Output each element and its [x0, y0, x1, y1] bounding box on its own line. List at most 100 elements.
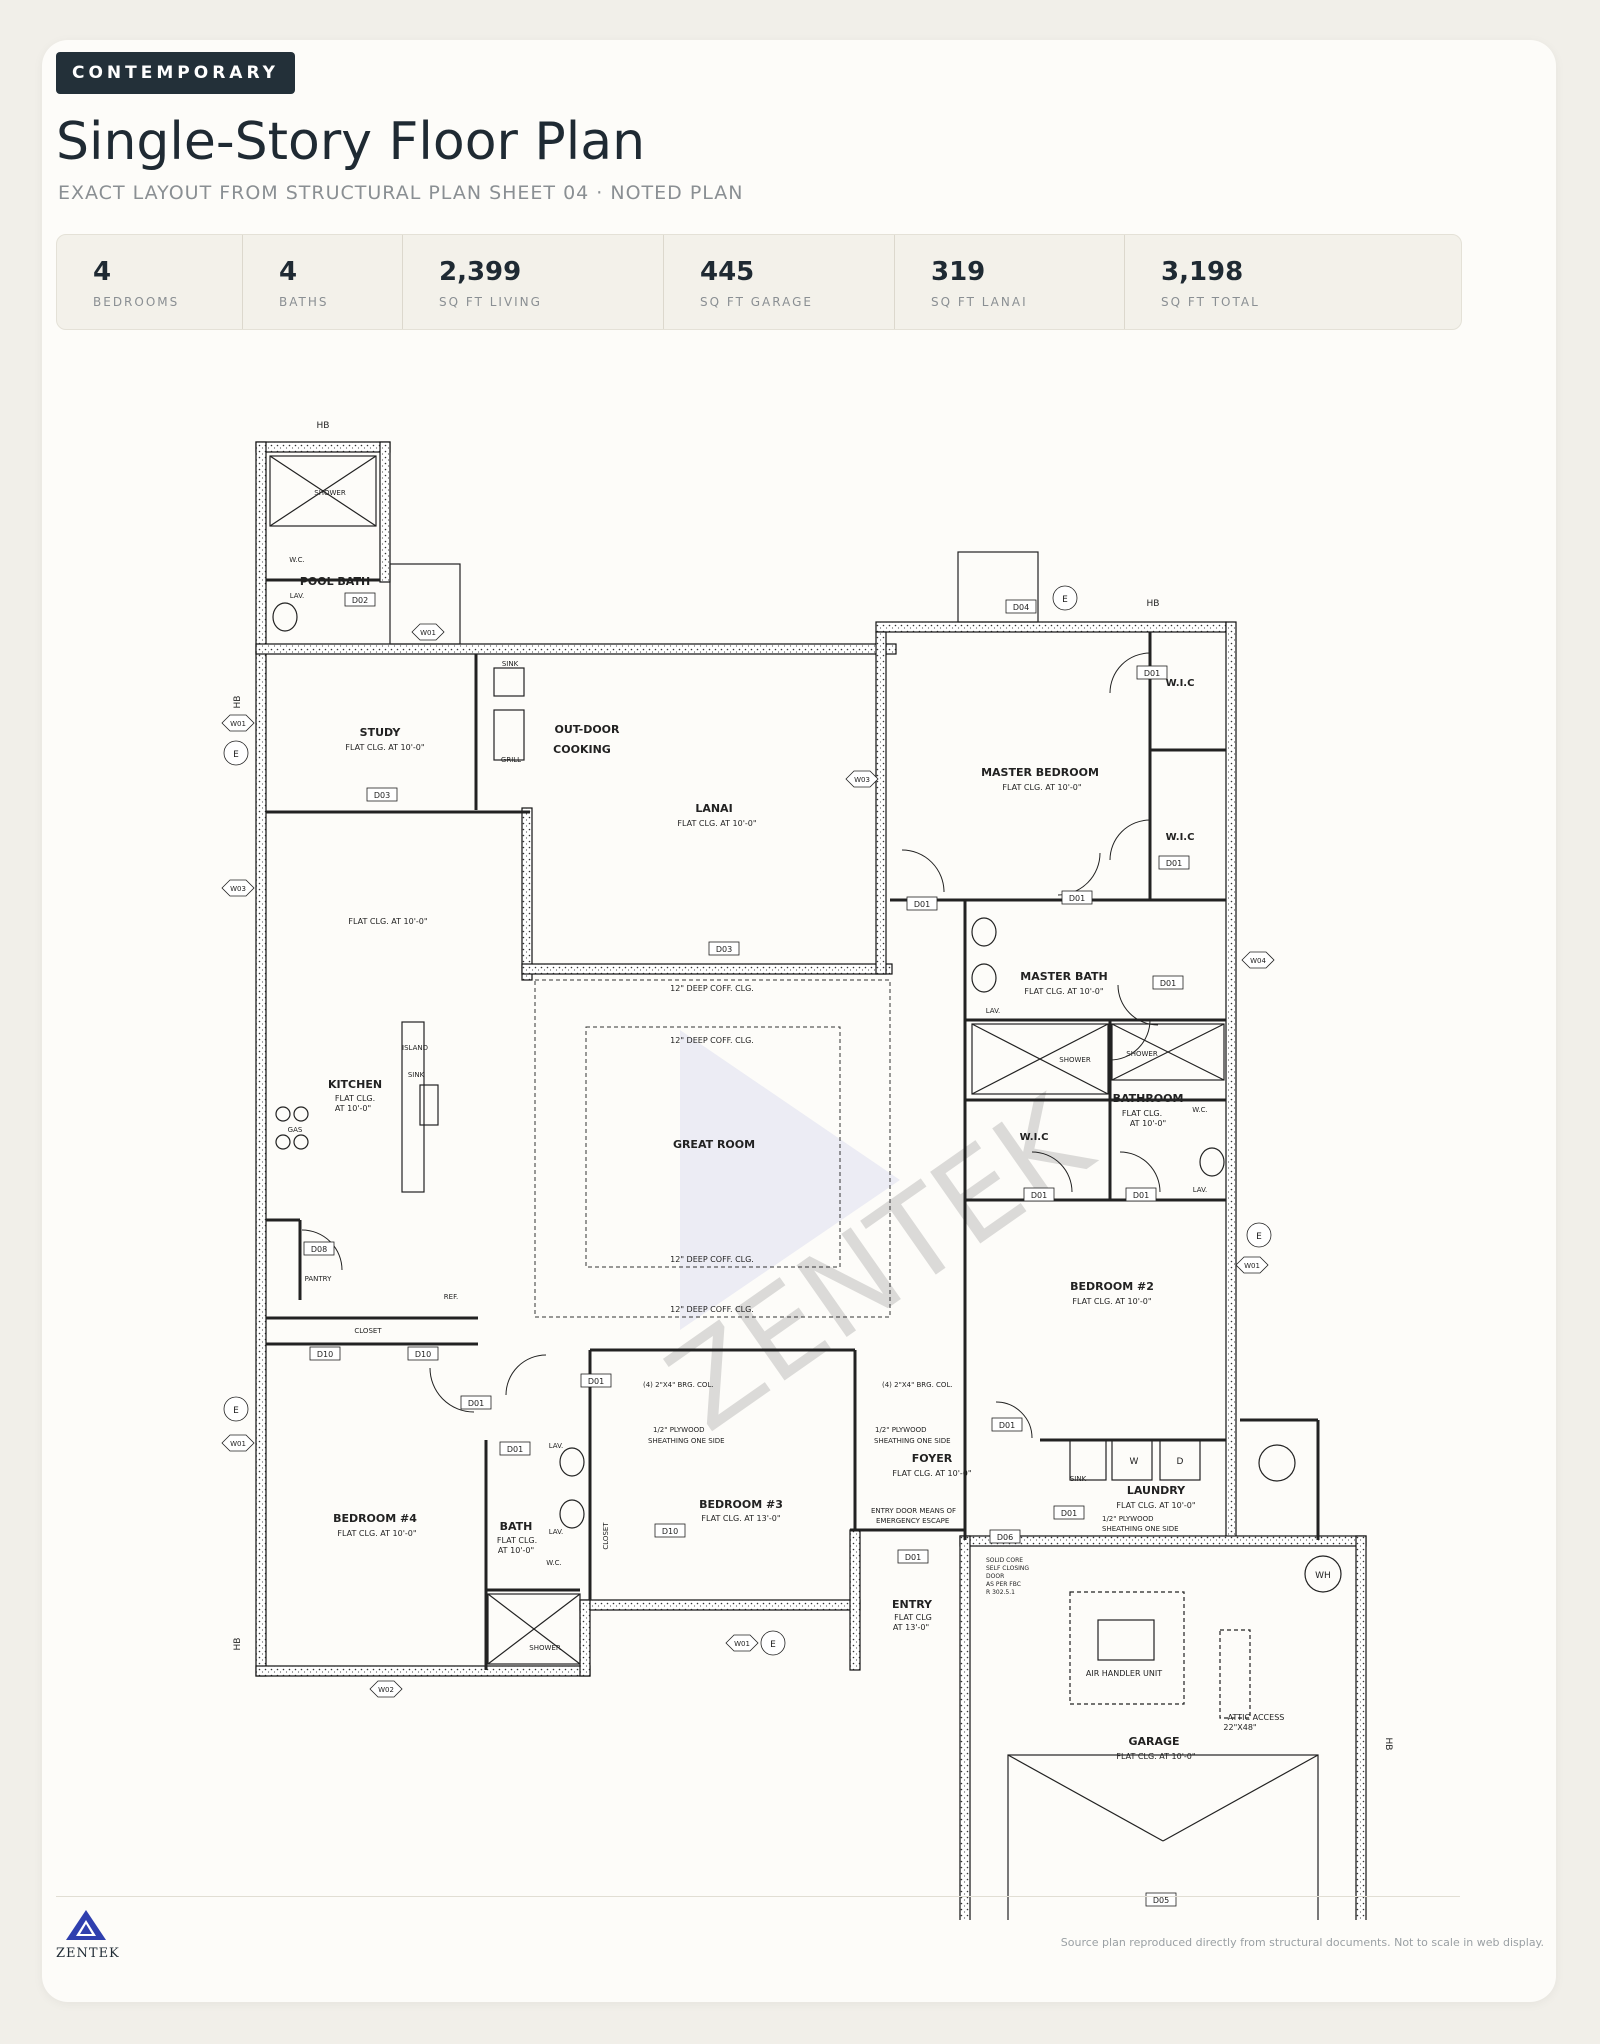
hose-bib-marker: HB: [1147, 599, 1160, 609]
master-lav-b: [971, 963, 997, 993]
tag-box: [906, 896, 938, 911]
construction-notes: (4) 2"X4" BRG. COL. (4) 2"X4" BRG. COL. …: [643, 1381, 1179, 1596]
room-label: W.I.C: [1166, 832, 1195, 843]
wall: [579, 1599, 591, 1677]
door-tag: D01: [1160, 979, 1176, 988]
note: 1/2" PLYWOOD: [875, 1426, 927, 1434]
note: AS PER FBC: [986, 1581, 1021, 1588]
room-label: SHOWER: [1126, 1050, 1158, 1058]
window-tag: W01: [1244, 1262, 1260, 1270]
tag-box: [1061, 890, 1093, 905]
window-tag: W04: [1250, 957, 1266, 965]
logo-triangle-icon: [66, 1910, 106, 1940]
tag-box: [499, 1441, 531, 1456]
wall: [521, 963, 893, 975]
room-label: SHOWER: [1059, 1056, 1091, 1064]
door-swing: [1109, 1019, 1151, 1061]
ceiling-note: AT 10'-0": [498, 1546, 534, 1555]
room-label: SINK: [502, 660, 519, 668]
stat-label: SQ FT GARAGE: [700, 295, 813, 309]
pool-lav-sink: [272, 602, 298, 632]
door-tag: D03: [716, 945, 732, 954]
wall: [579, 1599, 861, 1611]
door-swing: [429, 1367, 475, 1413]
ac-condenser: [1258, 1444, 1296, 1482]
ceiling-note: FLAT CLG. AT 10'-0": [348, 917, 427, 926]
tag-box: [654, 1523, 686, 1538]
tag-box: [407, 1346, 439, 1361]
stove-burner: [275, 1106, 291, 1122]
wall: [255, 441, 391, 453]
washer: [1111, 1439, 1153, 1481]
stats-bar: 4 BEDROOMS 4 BATHS 2,399 SQ FT LIVING 44…: [56, 234, 1462, 330]
tag-box: [303, 1241, 335, 1256]
tag-box: [1158, 855, 1190, 870]
window-tag: W01: [230, 1440, 246, 1448]
room-label: REF.: [444, 1293, 458, 1301]
window-tag: W02: [378, 1686, 394, 1694]
stat-label: SQ FT LANAI: [931, 295, 1028, 309]
room-label: LAV.: [1193, 1186, 1208, 1194]
air-handler-unit: [1097, 1619, 1155, 1661]
tag-box: [1125, 1187, 1157, 1202]
room-label: ISLAND: [402, 1044, 428, 1052]
room-label: LAV.: [986, 1007, 1001, 1015]
door-tag: D01: [1069, 894, 1085, 903]
stove-burner: [293, 1106, 309, 1122]
window-hexagon: [411, 623, 445, 641]
window-tag: W01: [734, 1640, 750, 1648]
fixtures: [269, 455, 1342, 1920]
door-swing: [1109, 652, 1151, 694]
bath-lav-a: [559, 1447, 585, 1477]
tag-box: [1136, 665, 1168, 680]
window-hexagon: [221, 714, 255, 732]
style-badge: CONTEMPORARY: [56, 52, 295, 94]
wall: [255, 651, 267, 1677]
ceiling-note: FLAT CLG. AT 10'-0": [1002, 783, 1081, 792]
electrical-marker: E: [770, 1640, 776, 1650]
room-label: BEDROOM #3: [699, 1498, 783, 1511]
wall: [255, 441, 267, 653]
door-tag: D01: [914, 900, 930, 909]
laundry-sink: [1069, 1439, 1107, 1481]
tag-box: [897, 1549, 929, 1564]
wall: [875, 631, 887, 975]
note: 1/2" PLYWOOD: [1102, 1515, 1154, 1523]
stat-label: BEDROOMS: [93, 295, 180, 309]
door-tag: D01: [999, 1421, 1015, 1430]
electrical-marker-circle: [1052, 585, 1078, 611]
floor-plan-drawing: ZENTEK: [221, 421, 1393, 1920]
window-hexagon: [725, 1634, 759, 1652]
door-swing: [1057, 852, 1101, 896]
room-label: CLOSET: [354, 1327, 382, 1335]
electrical-marker-circle: [223, 1396, 249, 1422]
room-label: W: [1130, 1457, 1139, 1467]
note: ENTRY DOOR MEANS OF: [871, 1507, 956, 1515]
hose-bib-marker: HB: [233, 1638, 243, 1651]
shower-diagonal: [1111, 1023, 1225, 1081]
pool-bath-bumpout: [389, 563, 461, 645]
door-swing: [1117, 984, 1159, 1026]
wall: [959, 1535, 971, 1920]
window-hexagon: [221, 879, 255, 897]
door-tag: D01: [1031, 1191, 1047, 1200]
door-tag: D04: [1013, 603, 1029, 612]
door-swing: [1119, 1151, 1161, 1193]
ceiling-note: 12" DEEP COFF. CLG.: [670, 1255, 754, 1264]
dryer: [1159, 1439, 1201, 1481]
room-label: BATHROOM: [1113, 1092, 1184, 1105]
window-tag: W03: [230, 885, 246, 893]
shower-diagonal: [971, 1023, 1109, 1095]
room-label: CLOSET: [602, 1522, 610, 1550]
shower-diagonal: [487, 1593, 581, 1665]
room-label: GARAGE: [1128, 1735, 1179, 1748]
stat-value: 4: [93, 257, 112, 287]
window-hexagon: [369, 1680, 403, 1698]
stove-burner: [293, 1134, 309, 1150]
electrical-marker: E: [1062, 595, 1068, 605]
door-tag: D08: [311, 1245, 327, 1254]
room-label: SINK: [408, 1071, 425, 1079]
master-door-bumpout: [957, 551, 1039, 623]
door-tag: D01: [905, 1553, 921, 1562]
door-swing: [505, 1354, 547, 1396]
